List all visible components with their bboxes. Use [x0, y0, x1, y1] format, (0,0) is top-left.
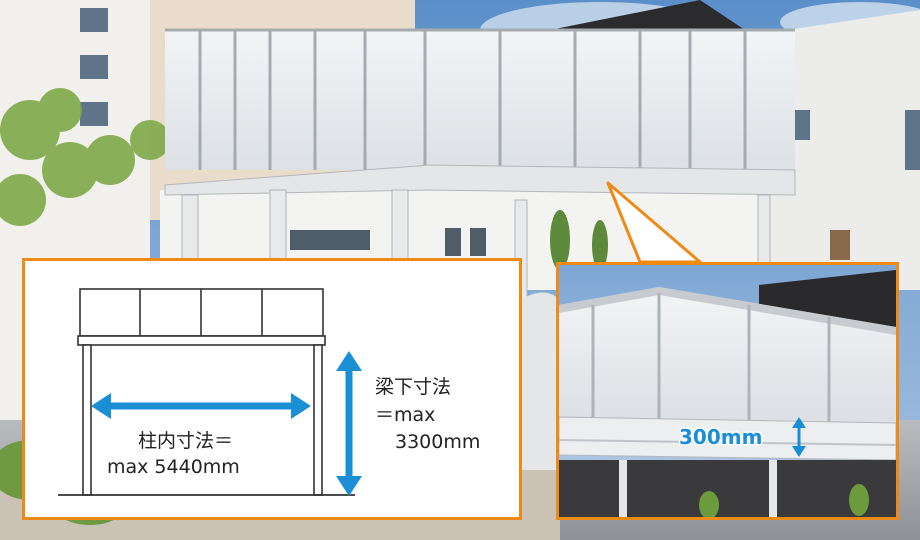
beam-height-arrow — [336, 351, 362, 496]
roof-beam — [77, 335, 326, 346]
zoom-callout-panel: 300mm — [556, 262, 899, 520]
right-post — [313, 344, 323, 496]
left-post — [82, 344, 92, 496]
inner-width-label-line1: 柱内寸法＝ — [138, 430, 234, 452]
beam-height-label-line2: ＝max — [375, 404, 436, 426]
beam-height-label-line1: 梁下寸法 — [375, 376, 452, 398]
depth-arrow — [792, 417, 806, 457]
carport-elevation-diagram — [58, 288, 362, 496]
inner-width-arrow — [91, 393, 311, 419]
roof-panels — [79, 288, 324, 337]
depth-label: 300mm — [679, 425, 763, 449]
dimension-diagram-panel: 柱内寸法＝ max 5440mm 梁下寸法 ＝max 3300mm — [22, 258, 522, 520]
zoomed-roof-photo — [559, 265, 896, 517]
beam-height-label-line3: 3300mm — [395, 431, 481, 453]
inner-width-label-line2: max 5440mm — [107, 456, 240, 478]
